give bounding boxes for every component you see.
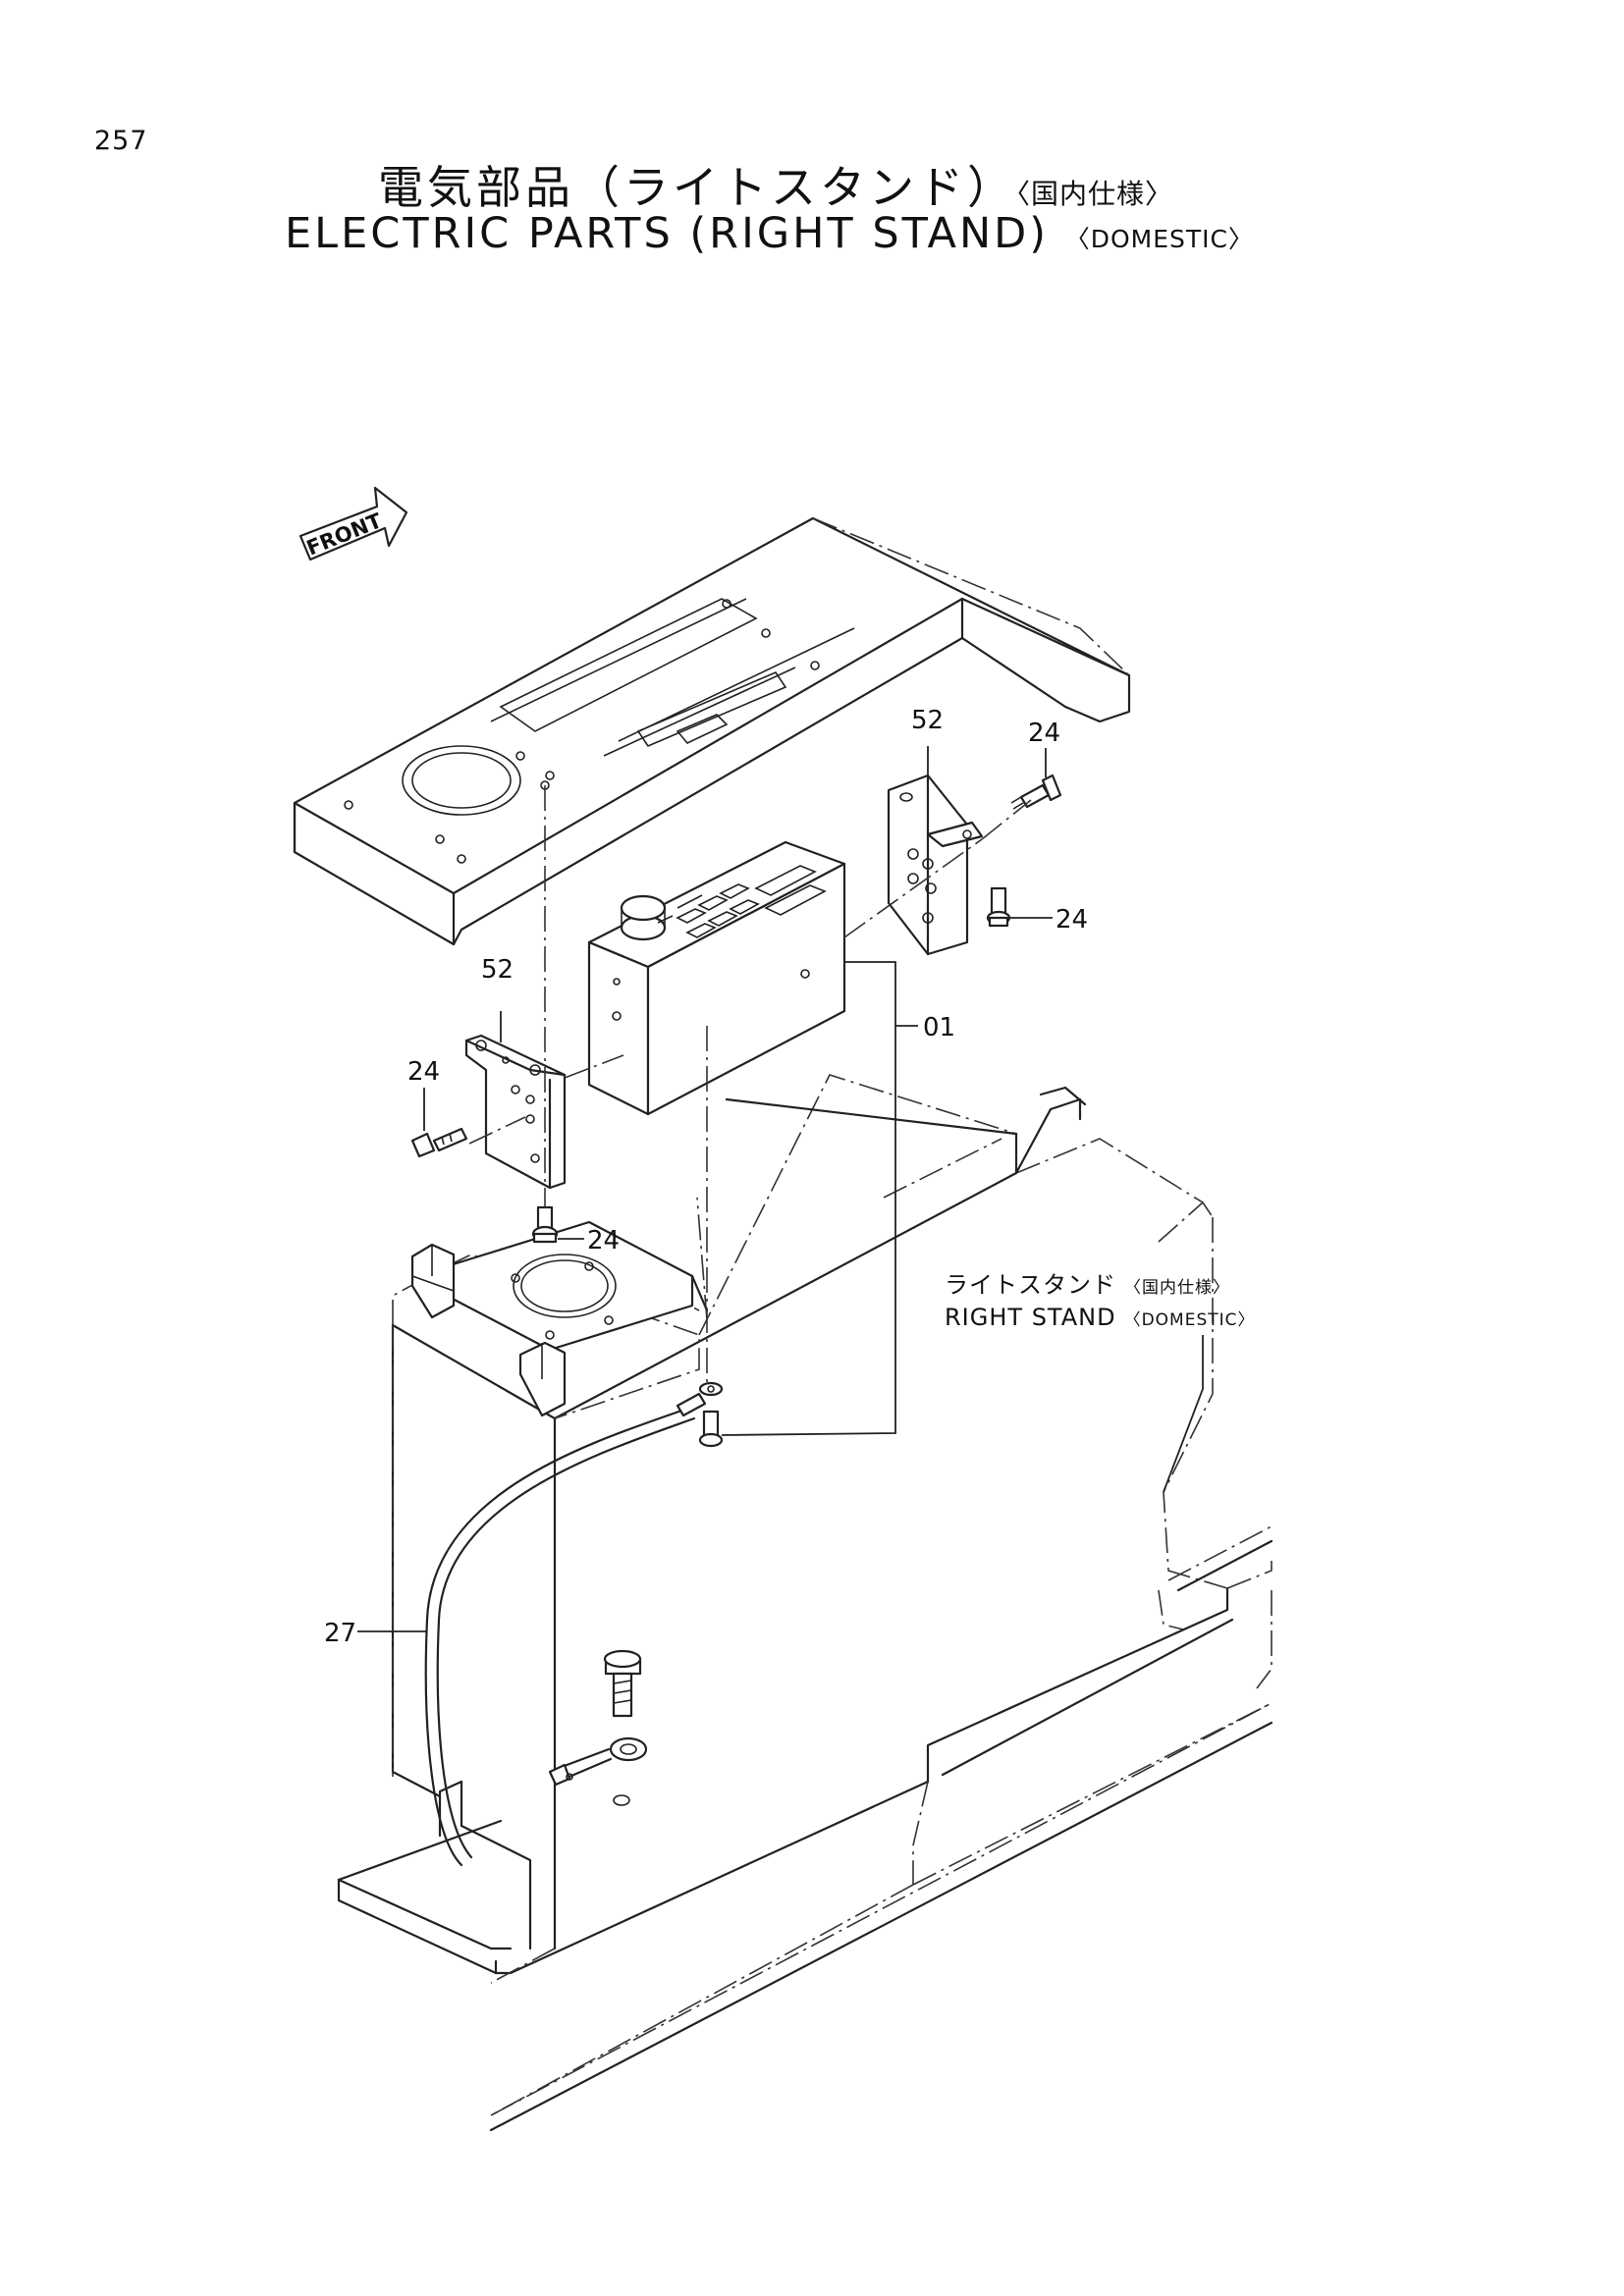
- callout-52-left: 52: [481, 955, 514, 985]
- stand-label-jp-main: ライトスタンド: [945, 1271, 1116, 1299]
- stand-label-en-sub: 〈DOMESTIC〉: [1124, 1310, 1256, 1330]
- bracket-right-52: [887, 774, 984, 956]
- title-en-sub: 〈DOMESTIC〉: [1064, 225, 1254, 253]
- upper-table-panel: [293, 516, 1131, 946]
- callout-52-top: 52: [911, 706, 944, 735]
- assembly-center-lines: [392, 785, 1032, 1777]
- callout-27: 27: [324, 1619, 356, 1648]
- bolt-lower-24: [698, 1381, 724, 1448]
- title-jp-sub: 〈国内仕様〉: [1016, 178, 1174, 210]
- bolt-left-24: [410, 1127, 468, 1158]
- callout-24-top: 24: [1028, 719, 1060, 748]
- callout-24-right: 24: [1056, 905, 1088, 934]
- front-arrow-icon: FRONT: [298, 486, 408, 561]
- ground-cable-27: [424, 1392, 707, 1867]
- title-en-main: ELECTRIC PARTS (RIGHT STAND): [285, 209, 1050, 258]
- page-title-japanese: 電気部品（ライトスタンド）〈国内仕様〉: [378, 152, 1173, 217]
- callout-01: 01: [923, 1013, 955, 1042]
- stand-label-jp-sub: 〈国内仕様〉: [1124, 1278, 1230, 1298]
- stand-top-flange: [410, 1220, 709, 1417]
- stand-label-japanese: ライトスタンド〈国内仕様〉: [945, 1271, 1230, 1299]
- title-jp-main: 電気部品（ライトスタンド）: [378, 161, 1016, 214]
- callout-24-mid: 24: [587, 1226, 620, 1255]
- stand-label-english: RIGHT STAND 〈DOMESTIC〉: [945, 1304, 1256, 1331]
- bolt-ground-24: [603, 1649, 648, 1806]
- callout-leaders: [357, 746, 1204, 1632]
- bolt-right-24: [986, 886, 1011, 928]
- bracket-left-52: [464, 1034, 567, 1190]
- front-arrow-label: FRONT: [303, 508, 386, 561]
- page-title-english: ELECTRIC PARTS (RIGHT STAND) 〈DOMESTIC〉: [285, 209, 1254, 258]
- callout-24-left: 24: [407, 1057, 440, 1087]
- right-stand-body: [337, 1074, 1273, 2132]
- stand-label-en-main: RIGHT STAND: [945, 1304, 1116, 1331]
- bolt-mid-24: [531, 1205, 559, 1244]
- bolt-top-right-24: [1010, 774, 1062, 810]
- controller-unit-01: [587, 840, 846, 1116]
- page-number: 257: [94, 126, 148, 156]
